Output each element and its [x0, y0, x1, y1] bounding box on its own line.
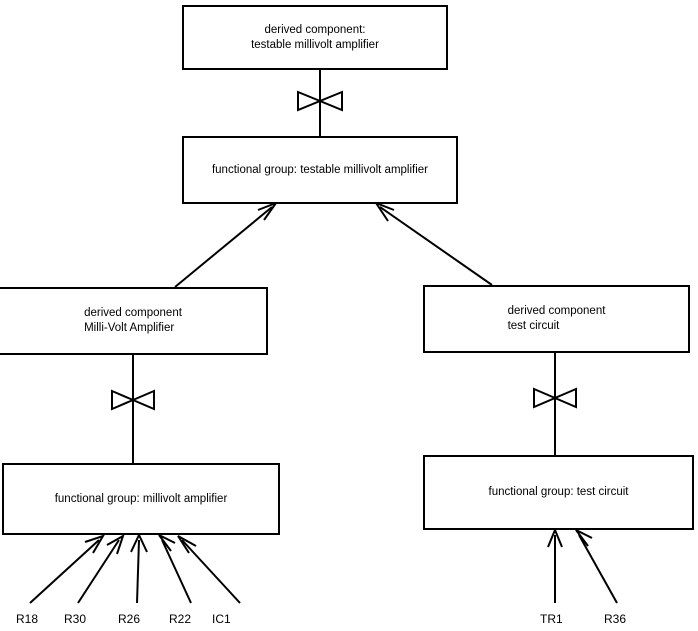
generalization-from-r36: [575, 529, 618, 604]
generalization-from-r22: [158, 534, 192, 604]
node-label: derived component: testable millivolt am…: [251, 23, 379, 51]
node-derived-milli-volt-amplifier[interactable]: derived component Milli-Volt Amplifier: [0, 287, 268, 355]
node-fg-millivolt-amplifier[interactable]: functional group: millivolt amplifier: [2, 463, 280, 535]
node-label: functional group: test circuit: [488, 486, 629, 498]
leaf-label-r30: R30: [64, 612, 87, 626]
refinement-bowtie-right: [533, 387, 577, 409]
refinement-link-right: [533, 353, 577, 455]
node-fg-testable-millivolt-amplifier[interactable]: functional group: testable millivolt amp…: [182, 136, 458, 204]
generalization-from-r30: [77, 533, 125, 604]
generalization-from-r26: [130, 532, 148, 604]
generalization-from-test-circuit: [373, 200, 493, 286]
leaf-label-r22: R22: [169, 612, 192, 626]
leaf-label-tr1: TR1: [540, 612, 563, 626]
node-fg-test-circuit[interactable]: functional group: test circuit: [423, 455, 694, 530]
refinement-link-top: [297, 70, 343, 136]
node-label: functional group: testable millivolt amp…: [211, 163, 429, 176]
node-label: functional group: millivolt amplifier: [54, 492, 228, 505]
generalization-from-ic1: [177, 535, 241, 604]
node-label: derived component Milli-Volt Amplifier: [84, 307, 182, 334]
generalization-from-tr1: [547, 527, 563, 603]
leaf-label-ic1: IC1: [212, 612, 231, 626]
leaf-label-r36: R36: [604, 612, 627, 626]
node-label: derived component test circuit: [507, 305, 606, 332]
node-derived-testable-millivolt-amplifier[interactable]: derived component: testable millivolt am…: [182, 5, 448, 70]
node-derived-test-circuit[interactable]: derived component test circuit: [423, 285, 690, 353]
leaf-label-r26: R26: [118, 612, 141, 626]
leaf-label-r18: R18: [16, 612, 39, 626]
generalization-from-r18: [29, 534, 106, 604]
generalization-from-milli-volt-amplifier: [174, 200, 279, 288]
refinement-bowtie-top: [297, 90, 343, 112]
refinement-link-left: [111, 355, 155, 463]
refinement-bowtie-left: [111, 389, 155, 411]
